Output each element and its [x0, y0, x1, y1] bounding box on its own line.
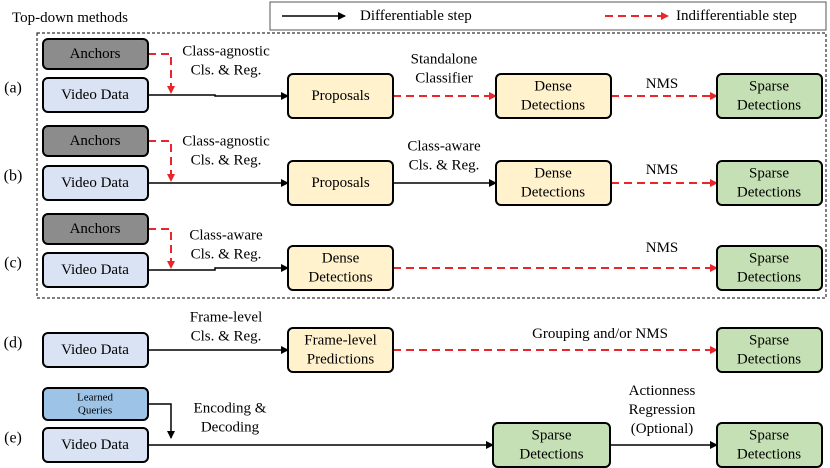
- row-d-video-data-text: Video Data: [61, 342, 129, 358]
- row-a-step2-label: Standalone: [411, 52, 478, 68]
- row-d-mid-text: Frame-level: [304, 333, 376, 349]
- row-e-sparse-box: [716, 422, 823, 468]
- row-c-video-data-text: Video Data: [61, 262, 129, 278]
- row-d-video-data-box: [42, 332, 149, 368]
- row-b-video-data-text: Video Data: [61, 175, 129, 191]
- row-d-mid-text: Predictions: [307, 352, 375, 368]
- row-c-mid-text: Dense: [322, 251, 360, 267]
- row-b-sparse-box: [716, 160, 823, 206]
- row-c-step1-label: Cls. & Reg.: [191, 247, 262, 263]
- row-a-dense-box: [495, 73, 612, 119]
- row-e-step3-label: (Optional): [631, 421, 693, 437]
- row-b-step2-label: Class-aware: [407, 139, 481, 155]
- row-e-video-data-box: [42, 427, 149, 463]
- row-d-mid-box: [287, 327, 394, 373]
- row-e-video-data-text: Video Data: [61, 437, 129, 453]
- row-b-anchors-box: [42, 125, 149, 157]
- row-b-sparse-text: Sparse: [749, 166, 789, 182]
- row-b-step2-label: Cls. & Reg.: [409, 158, 480, 174]
- row-c-mid-box: [287, 245, 394, 291]
- row-e-learned-queries-box: [42, 387, 149, 421]
- row-a-sparse-box: [716, 73, 823, 119]
- legend-box: [269, 1, 827, 31]
- row-a-sparse-text: Sparse: [749, 79, 789, 95]
- row-e-queries-arrow: [148, 403, 175, 439]
- row-e-mid-text: Detections: [519, 447, 583, 463]
- row-a-anchors-arrow: [148, 53, 175, 94]
- row-c-anchors-box: [42, 213, 149, 245]
- row-a-anchors-text: Anchors: [70, 46, 121, 62]
- row-c-mid-text: Detections: [308, 270, 372, 286]
- row-b-mid-text: Proposals: [311, 175, 370, 191]
- legend-solid-label: Differentiable step: [360, 8, 472, 24]
- row-d-label: (d): [4, 335, 23, 352]
- row-b-label: (b): [4, 168, 23, 185]
- row-d-step3-label: Grouping and/or NMS: [532, 326, 668, 342]
- row-b-anchors-text: Anchors: [70, 133, 121, 149]
- row-e-sparse-text: Detections: [737, 447, 801, 463]
- row-b-step1-label: Cls. & Reg.: [191, 153, 262, 169]
- row-d-step1-label: Cls. & Reg.: [191, 329, 262, 345]
- row-e-learned-queries-text: Learned: [77, 392, 114, 404]
- row-b-dense-box: [495, 160, 612, 206]
- row-a-step2-label: Classifier: [415, 71, 473, 87]
- row-c-sparse-text: Sparse: [749, 251, 789, 267]
- row-c-sparse-text: Detections: [737, 270, 801, 286]
- row-b-dense-text: Dense: [534, 166, 572, 182]
- row-c-label: (c): [4, 255, 22, 272]
- row-a-anchors-box: [42, 38, 149, 70]
- row-d-step1-label: Frame-level: [190, 310, 262, 326]
- row-a-step1-arrow: [148, 92, 289, 100]
- row-c-anchors-text: Anchors: [70, 221, 121, 237]
- row-c-step3-label: NMS: [646, 240, 679, 256]
- row-a-mid-text: Proposals: [311, 88, 370, 104]
- row-e-step1-label: Encoding &: [194, 401, 267, 417]
- row-e-step3-label: Regression: [629, 402, 696, 418]
- row-a-video-data-text: Video Data: [61, 87, 129, 103]
- row-e-mid-text: Sparse: [532, 428, 572, 444]
- row-a-label: (a): [4, 80, 22, 97]
- row-a-step1-label: Class-agnostic: [182, 44, 270, 60]
- row-e-mid-box: [492, 422, 611, 468]
- row-e-step1-label: Decoding: [201, 420, 260, 436]
- row-c-step1-arrow: [148, 264, 289, 272]
- row-a-mid-box: [287, 73, 394, 119]
- row-d-sparse-text: Sparse: [749, 333, 789, 349]
- row-e-learned-queries-text: Queries: [78, 405, 112, 417]
- row-a-dense-text: Detections: [521, 98, 585, 114]
- row-c-step1-label: Class-aware: [189, 228, 263, 244]
- row-a-dense-text: Dense: [534, 79, 572, 95]
- legend-dashed-label: Indifferentiable step: [676, 8, 797, 24]
- row-b-step1-label: Class-agnostic: [182, 134, 270, 150]
- row-d-sparse-text: Detections: [737, 352, 801, 368]
- row-a-step3-label: NMS: [646, 76, 679, 92]
- row-c-anchors-arrow: [148, 228, 175, 269]
- row-d-sparse-box: [716, 327, 823, 373]
- row-e-step3-label: Actionness: [629, 383, 696, 399]
- row-b-dense-text: Detections: [521, 185, 585, 201]
- row-a-sparse-text: Detections: [737, 98, 801, 114]
- row-b-sparse-text: Detections: [737, 185, 801, 201]
- top-down-frame: [36, 32, 827, 299]
- row-a-step1-label: Cls. & Reg.: [191, 63, 262, 79]
- row-a-video-data-box: [42, 77, 149, 113]
- row-e-sparse-text: Sparse: [749, 428, 789, 444]
- row-e-label: (e): [4, 430, 22, 447]
- top-down-methods-title: Top-down methods: [12, 10, 128, 26]
- row-b-step3-label: NMS: [646, 162, 679, 178]
- row-c-video-data-box: [42, 252, 149, 288]
- row-b-anchors-arrow: [148, 140, 175, 182]
- row-c-sparse-box: [716, 245, 823, 291]
- row-b-video-data-box: [42, 165, 149, 201]
- row-b-mid-box: [287, 160, 394, 206]
